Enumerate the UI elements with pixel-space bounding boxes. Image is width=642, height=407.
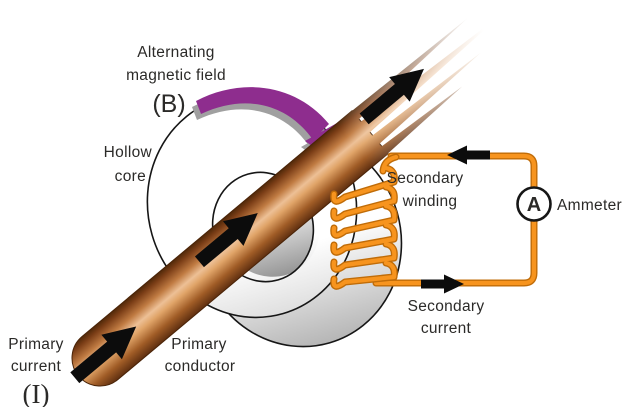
label-ammeter: Ammeter bbox=[557, 197, 622, 214]
ammeter-icon: A bbox=[516, 186, 552, 222]
wire-arrow-top bbox=[447, 145, 490, 165]
conductor-streak bbox=[376, 86, 463, 158]
conductor-streak bbox=[371, 52, 481, 146]
label-magnetic-field-line2: magnetic field bbox=[126, 67, 226, 84]
label-hollow-core-line1: Hollow bbox=[104, 144, 153, 161]
ammeter-symbol: A bbox=[527, 194, 541, 216]
label-primary-current-line2: current bbox=[11, 358, 62, 375]
label-secondary-current-line1: Secondary bbox=[408, 298, 485, 315]
conductor-streak bbox=[349, 18, 468, 122]
conductor-body bbox=[71, 110, 389, 387]
current-arrow bbox=[194, 213, 258, 268]
label-primary-current-line1: Primary bbox=[8, 336, 64, 353]
primary-conductor bbox=[70, 12, 505, 387]
current-arrow bbox=[70, 326, 137, 384]
label-magnetic-field-line1: Alternating bbox=[137, 44, 214, 61]
label-primary-conductor-line1: Primary bbox=[171, 336, 227, 353]
secondary-winding bbox=[330, 153, 400, 290]
wire-arrow-bottom bbox=[421, 274, 464, 294]
label-hollow-core-line2: core bbox=[115, 168, 146, 185]
ammeter-circle bbox=[516, 186, 552, 222]
label-magnetic-field-symbol: (B) bbox=[152, 90, 185, 118]
label-secondary-winding-line1: Secondary bbox=[387, 170, 464, 187]
current-arrow bbox=[359, 68, 424, 125]
label-primary-conductor-line2: conductor bbox=[165, 358, 236, 375]
label-secondary-winding-line2: winding bbox=[402, 193, 458, 210]
label-primary-current-symbol: (I) bbox=[23, 379, 50, 407]
label-secondary-current-line2: current bbox=[421, 320, 472, 337]
conductor-streak bbox=[359, 12, 505, 134]
